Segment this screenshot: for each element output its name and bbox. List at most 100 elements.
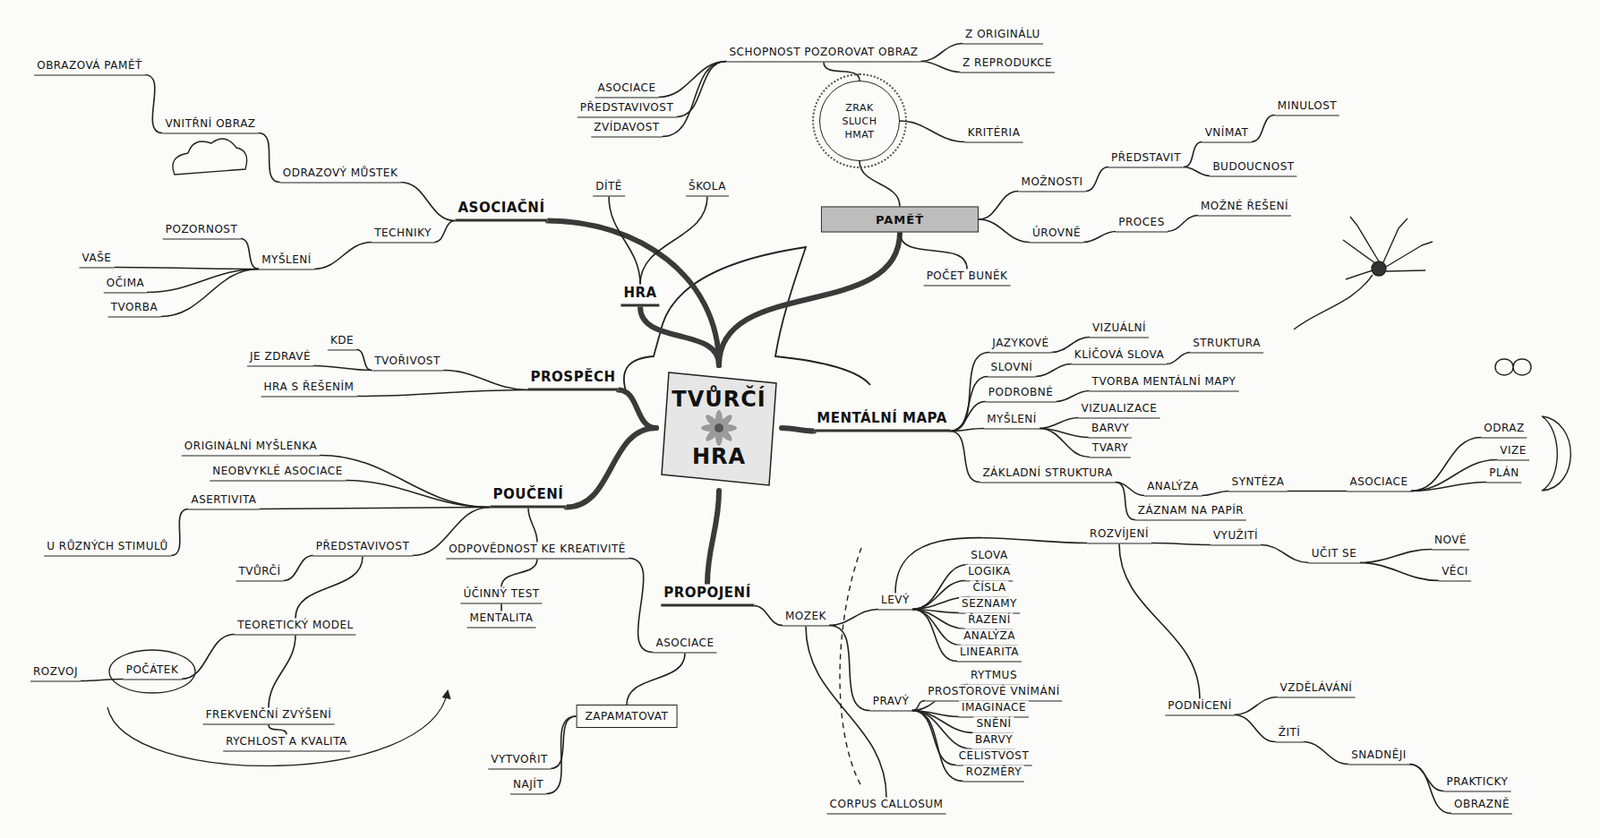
node-label: ČÍSLA xyxy=(972,581,1006,594)
node-label: CORPUS CALLOSUM xyxy=(829,797,944,811)
node-label: VIZE xyxy=(1499,444,1527,457)
branch-word: POČÁTEK xyxy=(123,663,182,681)
branch-word: ROZVÍJENÍ xyxy=(1086,527,1152,545)
node-label: U RŮZNÝCH STIMULŮ xyxy=(46,539,169,553)
node-label: MENTALITA xyxy=(470,611,534,625)
cloud-sketch xyxy=(172,138,248,175)
node-label: SYNTÉZA xyxy=(1232,475,1285,488)
branch-word: MOŽNÉ ŘEŠENÍ xyxy=(1197,199,1292,217)
branch-line xyxy=(628,558,654,653)
branch-word: PLÁN xyxy=(1486,466,1522,484)
node-label: PŘEDSTAVIVOST xyxy=(316,539,411,553)
branch-word: BUDOUCNOST xyxy=(1209,160,1297,178)
branch-line xyxy=(1115,482,1136,521)
branch-line xyxy=(1234,697,1278,716)
node-label: Z REPRODUKCE xyxy=(962,56,1053,69)
branch-word: OBRAZNĚ xyxy=(1451,797,1513,815)
node-label: VYUŽITÍ xyxy=(1213,529,1258,542)
node-label: PROCES xyxy=(1118,215,1165,229)
node-label: VNITŘNÍ OBRAZ xyxy=(164,117,256,130)
branch-word: FREKVENČNÍ ZVÝŠENÍ xyxy=(203,708,335,726)
branch-word: SLOVNÍ xyxy=(988,360,1036,378)
node-label: ANALÝZA xyxy=(1146,479,1199,493)
node-label: VIZUALIZACE xyxy=(1081,402,1158,415)
branch-line xyxy=(80,679,124,682)
branch-word: PODNÍCENÍ xyxy=(1164,699,1234,717)
branch-word: TVARY xyxy=(1089,441,1131,459)
node-label: PRAKTICKY xyxy=(1446,775,1509,788)
branch-word: TVORBA MENTÁLNÍ MAPY xyxy=(1089,375,1240,393)
node-label: ODRAZ xyxy=(1483,421,1524,435)
branch-word: ORIGINÁLNÍ MYŠLENKA xyxy=(181,439,320,457)
branch-word: ODRAZOVÝ MŮSTEK xyxy=(280,166,402,184)
branch-word: MYŠLENÍ xyxy=(983,412,1040,430)
branch-line xyxy=(171,509,189,557)
node-label: TVORBA xyxy=(111,300,159,314)
branch-line xyxy=(259,507,491,510)
branch-word: VIZUALIZACE xyxy=(1078,402,1161,420)
node-label: IMAGINACE xyxy=(961,701,1027,714)
branch-line xyxy=(1166,352,1190,365)
node-label: KDE xyxy=(330,333,354,347)
node-label: NOVÉ xyxy=(1434,533,1467,547)
branch-word: ODRAZ xyxy=(1480,421,1527,439)
node-label: TVORBA MENTÁLNÍ MAPY xyxy=(1092,375,1237,388)
branch-word: ZÁKLADNÍ STRUKTURA xyxy=(979,466,1115,484)
node-label: POZORNOST xyxy=(165,222,239,236)
branch-line xyxy=(626,653,685,706)
node-label: RYTMUS xyxy=(970,668,1018,682)
branch-word: HRA S ŘEŠENÍM xyxy=(261,380,358,398)
branch-line xyxy=(895,538,1087,594)
main-branch xyxy=(547,221,720,367)
branch-line xyxy=(978,191,1019,221)
branch-line xyxy=(1359,549,1432,564)
branch-line xyxy=(546,716,577,795)
branch-word: ROZVOJ xyxy=(30,665,81,683)
branch-line xyxy=(1083,231,1116,243)
branch-word: PODROBNÉ xyxy=(985,385,1057,403)
branch-line xyxy=(921,43,964,62)
node-label: PŘEDSTAVIVOST xyxy=(580,101,675,114)
branch-word: ASOCIACE xyxy=(594,81,659,99)
node-label: SLOVA xyxy=(970,548,1008,562)
branch-word: VAŠE xyxy=(79,251,115,269)
node-label: POČÁTEK xyxy=(126,663,180,676)
branch-line xyxy=(1286,490,1347,493)
main-branch xyxy=(781,427,814,432)
branch-line xyxy=(823,62,860,82)
node-label: KLÍČOVÁ SLOVA xyxy=(1074,348,1164,361)
node-label: ASERTIVITA xyxy=(190,493,257,506)
branch-word: DÍTĚ xyxy=(592,179,625,197)
node-label: MOZEK xyxy=(785,609,827,623)
branch-line xyxy=(829,609,879,626)
branch-line xyxy=(313,366,372,371)
branch-word: UČIT SE xyxy=(1309,547,1361,565)
branch-line xyxy=(1055,391,1089,403)
main-branch xyxy=(640,307,719,367)
flower-petal xyxy=(703,412,723,432)
branch-word: ÚČINNÝ TEST xyxy=(460,587,542,605)
branch-line xyxy=(1411,482,1488,492)
branch-line xyxy=(268,635,296,709)
node-label: BUDOUCNOST xyxy=(1212,160,1294,173)
node-label: HRA xyxy=(623,284,657,301)
branch-word: CELISTVOST xyxy=(956,749,1033,767)
branch-word: ANALÝZA xyxy=(1144,479,1202,497)
node-label: TVARY xyxy=(1092,441,1129,454)
branch-line xyxy=(1119,544,1200,700)
node-label: NAJÍT xyxy=(513,778,544,791)
branch-word: PŘEDSTAVIT xyxy=(1108,151,1184,169)
branch-line xyxy=(500,604,503,612)
branch-line xyxy=(949,376,989,432)
branch-line xyxy=(1035,364,1071,377)
main-branch xyxy=(618,390,658,429)
node-label: ASOCIACE xyxy=(655,636,714,650)
branch-line xyxy=(1234,715,1276,743)
node-label: SEZNAMY xyxy=(961,597,1018,610)
branch-word: STRUKTURA xyxy=(1189,336,1264,354)
branch-line xyxy=(268,725,287,736)
node-label: ASOCIACE xyxy=(1349,475,1408,488)
branch-word: JAZYKOVÉ xyxy=(989,336,1052,354)
node-label: ASOCIACE xyxy=(597,81,656,95)
node-label: ZÁKLADNÍ STRUKTURA xyxy=(982,466,1113,480)
